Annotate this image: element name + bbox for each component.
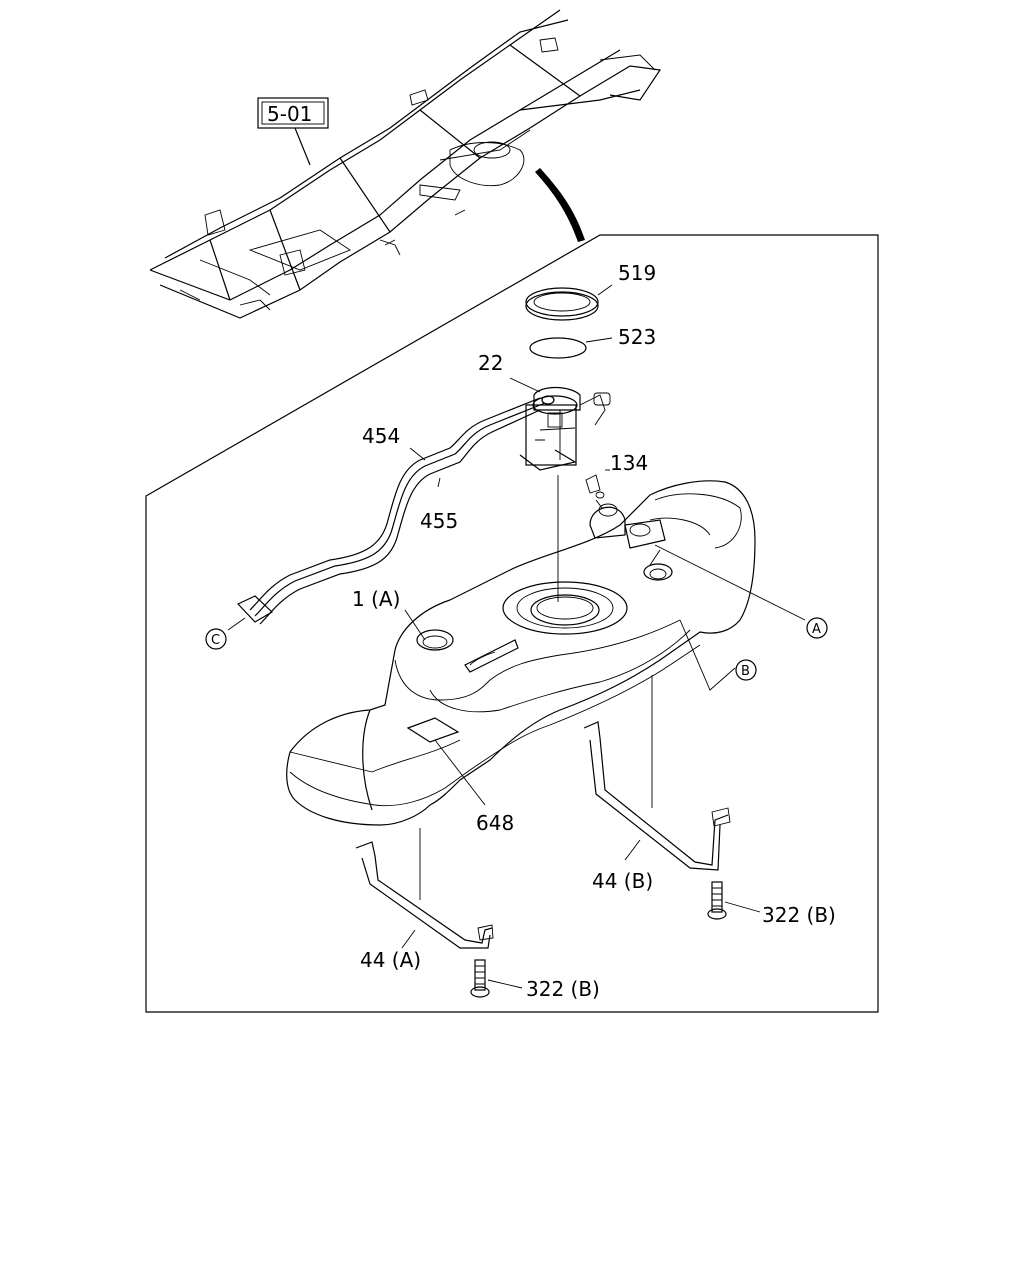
part-label-322B-bottom: 322 (B) <box>526 977 600 1001</box>
gasket-523 <box>529 337 613 359</box>
part-label-648: 648 <box>476 811 514 835</box>
detail-frame <box>145 234 879 1013</box>
bolt-322B-bottom <box>470 959 523 998</box>
lock-ring-519 <box>525 284 613 321</box>
svg-text:A: A <box>812 622 821 637</box>
part-label-322B-right: 322 (B) <box>762 903 836 927</box>
callout-A: A <box>806 617 828 639</box>
fuel-pump-module-22 <box>509 377 611 471</box>
fuel-tank-1A <box>286 474 756 826</box>
fuel-lines-454-455 <box>227 397 546 631</box>
part-label-523: 523 <box>618 325 656 349</box>
svg-text:B: B <box>741 664 750 679</box>
part-label-44A: 44 (A) <box>360 948 421 972</box>
part-label-1A: 1 (A) <box>352 587 400 611</box>
part-label-44B: 44 (B) <box>592 869 653 893</box>
chassis-frame-illustration <box>149 9 662 319</box>
leader-648 <box>434 739 486 806</box>
svg-text:C: C <box>211 633 220 648</box>
strap-44A <box>355 841 494 949</box>
detail-arrow <box>535 168 585 242</box>
reference-box: 5-01 <box>257 97 329 166</box>
leader-1A <box>404 609 426 641</box>
part-label-519: 519 <box>618 261 656 285</box>
bolt-322B-right <box>707 881 761 920</box>
reference-label: 5-01 <box>267 102 312 126</box>
part-label-455: 455 <box>420 509 458 533</box>
part-label-22: 22 <box>478 351 503 375</box>
part-label-134: 134 <box>610 451 648 475</box>
callout-B: B <box>735 659 757 681</box>
part-label-454: 454 <box>362 424 400 448</box>
leader-B <box>679 619 736 691</box>
leader-A <box>654 544 806 621</box>
callout-C: C <box>205 628 227 650</box>
strap-44B <box>583 721 731 871</box>
